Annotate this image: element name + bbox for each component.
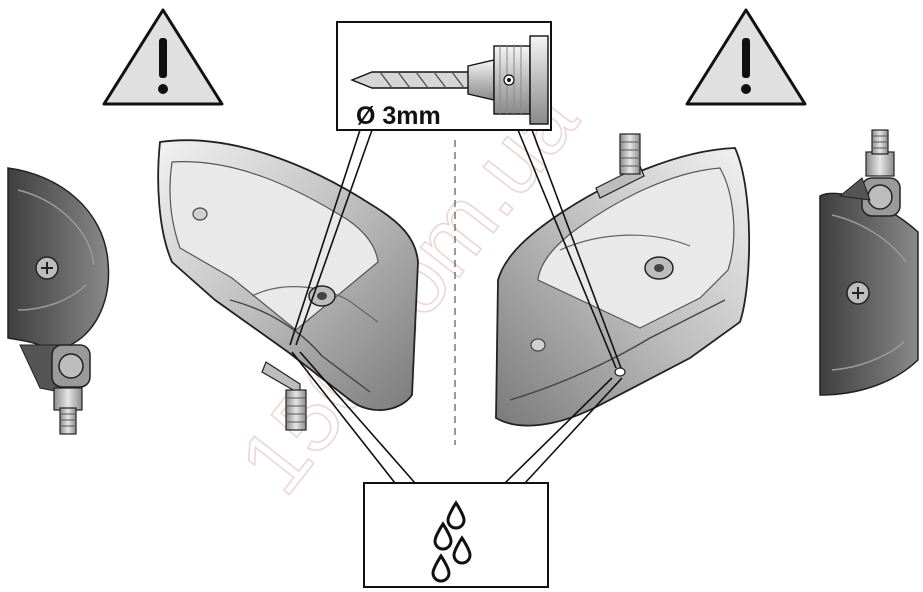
- callout-leaders: [289, 129, 623, 484]
- warning-triangle-icon: [685, 8, 807, 106]
- drill-bit-chuck-icon: [350, 35, 549, 125]
- right-housing: [495, 133, 751, 427]
- drill-diameter-label: Ø 3mm: [356, 102, 441, 130]
- left-housing: [157, 139, 419, 431]
- warning-triangle-icon: [102, 8, 224, 106]
- water-drops-icon: [431, 500, 472, 583]
- drain-hole: [614, 367, 626, 377]
- right-end-cap: [819, 129, 919, 396]
- left-end-cap: [7, 167, 110, 435]
- water-callout-box: [363, 482, 549, 588]
- drill-callout-box: Ø 3mm: [336, 21, 552, 131]
